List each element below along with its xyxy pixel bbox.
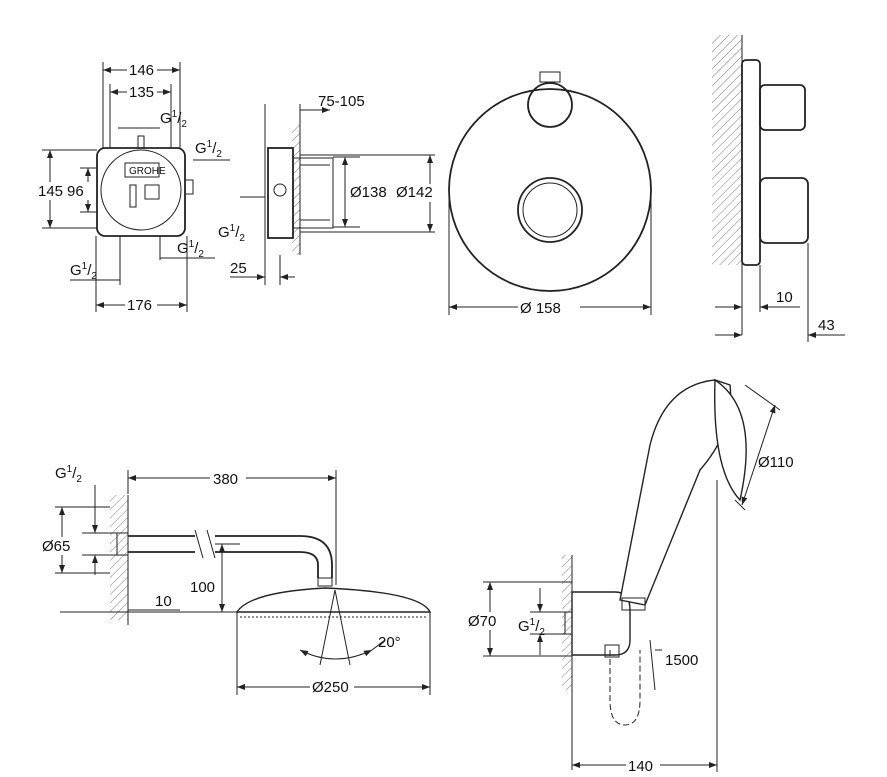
dim-75-105: 75-105 [318,93,365,110]
dim-dia138: Ø138 [350,184,387,201]
dim-10: 10 [155,593,172,610]
trim-plate-front-view: Ø 158 [448,71,652,317]
head-shower-drawing: 380 Ø65 G1/2 100 10 20° Ø250 [40,464,432,696]
thread-label: G1/2 [218,223,245,244]
rough-in-side-view: 75-105 G1/2 25 Ø138 Ø142 [218,93,442,285]
dim-96: 96 [67,183,84,200]
dim-dia158: Ø 158 [520,300,561,317]
thread-label: G1/2 [160,109,187,130]
thread-label: G1/2 [70,261,97,282]
hand-shower-drawing: Ø110 Ø70 G1/2 1500 140 [466,378,794,775]
dim-dia110: Ø110 [758,454,794,471]
dim-dia70: Ø70 [468,613,496,630]
dim-dia250: Ø250 [312,679,349,696]
dim-100: 100 [190,579,215,596]
thread-label: G1/2 [518,617,545,638]
dim-380: 380 [213,471,238,488]
dim-146: 146 [129,62,154,79]
dim-25: 25 [230,260,247,277]
trim-plate-side-view: 10 43 [712,35,845,342]
thread-label: G1/2 [55,464,82,485]
dim-dia142: Ø142 [396,184,433,201]
rough-in-box-front-view: GROHE 146 135 G1/2 G1/2 145 96 176 G1/2 … [37,62,230,314]
dim-dia65: Ø65 [42,538,70,555]
dim-1500: 1500 [665,652,698,669]
dim-10: 10 [776,289,793,306]
dim-176: 176 [127,297,152,314]
dim-43: 43 [818,317,835,334]
dim-140: 140 [628,758,653,775]
dim-135: 135 [129,84,154,101]
dim-20-degrees: 20° [378,634,401,651]
thread-label: G1/2 [195,139,222,160]
thread-label: G1/2 [177,239,204,260]
dim-145: 145 [38,183,63,200]
brand-logo: GROHE [129,166,166,177]
